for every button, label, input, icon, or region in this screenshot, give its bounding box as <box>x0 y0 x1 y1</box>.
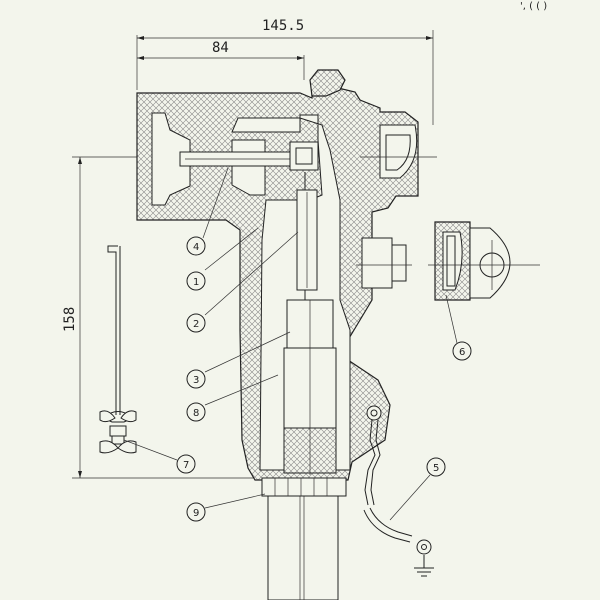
dimension-overall-width: 145.5 <box>262 18 304 34</box>
earth-lug-point <box>364 405 382 506</box>
callout-6-label: 6 <box>459 347 465 358</box>
stud <box>289 141 319 300</box>
dimension-84: 84 <box>137 40 305 80</box>
detail-lifting-eye <box>428 221 540 301</box>
wing-nut-tool <box>99 245 137 454</box>
callout-5-label: 5 <box>433 463 439 474</box>
lifting-eye <box>360 124 437 179</box>
connector-sleeve <box>283 299 337 475</box>
cable-clamp-ring <box>261 477 347 497</box>
callout-2: 2 <box>186 231 299 333</box>
callout-3: 3 <box>186 331 291 389</box>
callout-7: 7 <box>123 439 196 474</box>
cable <box>267 479 339 600</box>
callout-6: 6 <box>445 294 472 361</box>
callout-9-label: 9 <box>193 508 199 519</box>
callout-2-label: 2 <box>193 319 199 330</box>
corner-text: ', ( ( ) <box>520 1 547 12</box>
callout-3-label: 3 <box>193 375 199 386</box>
callout-4-label: 4 <box>193 242 199 253</box>
dimension-height: 158 <box>62 307 78 332</box>
callout-1: 1 <box>186 227 259 291</box>
dimension-145-5: 145.5 <box>136 18 434 125</box>
callout-4: 4 <box>186 167 229 256</box>
earth-lead <box>363 507 434 577</box>
callout-7-label: 7 <box>183 460 189 471</box>
callout-8-label: 8 <box>193 408 199 419</box>
dimension-158: 158 <box>62 156 290 479</box>
test-point-plug <box>356 237 412 289</box>
callout-8: 8 <box>186 374 279 422</box>
dimension-partial-width: 84 <box>212 40 229 56</box>
callout-5: 5 <box>389 457 446 521</box>
callout-1-label: 1 <box>193 277 199 288</box>
callout-9: 9 <box>186 493 266 522</box>
